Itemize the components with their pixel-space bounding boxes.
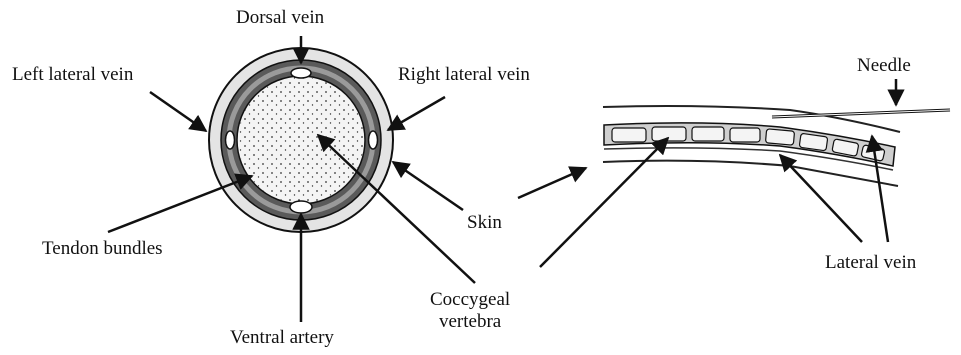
tail-cross-section — [209, 48, 393, 232]
vertebra-segment — [612, 128, 646, 142]
arrow-skin-right — [518, 168, 586, 198]
arrow-skin-left — [393, 162, 463, 210]
label-coccygeal-vertebra: Coccygeal vertebra — [430, 289, 510, 333]
vertebra-segment — [799, 133, 828, 151]
left-lateral-vein-shape — [226, 131, 235, 149]
vertebra-segment — [730, 128, 760, 142]
vertebra-stipple — [238, 77, 364, 203]
dorsal-vein-shape — [291, 68, 311, 78]
arrow-right-lateral-vein — [388, 97, 445, 130]
ventral-artery-shape — [290, 201, 312, 213]
vertebra-segment — [765, 129, 794, 145]
arrow-tendon-bundles — [108, 176, 252, 232]
arrow-lateral-vein-left — [780, 155, 862, 242]
tail-longitudinal-section — [603, 106, 950, 186]
arrow-left-lateral-vein — [150, 92, 206, 131]
arrow-coccygeal-vertebra-right — [540, 138, 668, 267]
label-dorsal-vein: Dorsal vein — [236, 7, 324, 29]
label-left-lateral-vein: Left lateral vein — [12, 64, 133, 86]
label-tendon-bundles: Tendon bundles — [42, 238, 163, 260]
vertebra-segment — [692, 127, 724, 141]
label-ventral-artery: Ventral artery — [230, 327, 334, 349]
right-lateral-vein-shape — [369, 131, 378, 149]
label-skin: Skin — [467, 212, 502, 234]
label-right-lateral-vein: Right lateral vein — [398, 64, 530, 86]
skin-bottom — [603, 161, 898, 186]
vertebra-segment — [652, 127, 686, 141]
label-lateral-vein: Lateral vein — [825, 252, 916, 274]
label-needle: Needle — [857, 55, 911, 77]
